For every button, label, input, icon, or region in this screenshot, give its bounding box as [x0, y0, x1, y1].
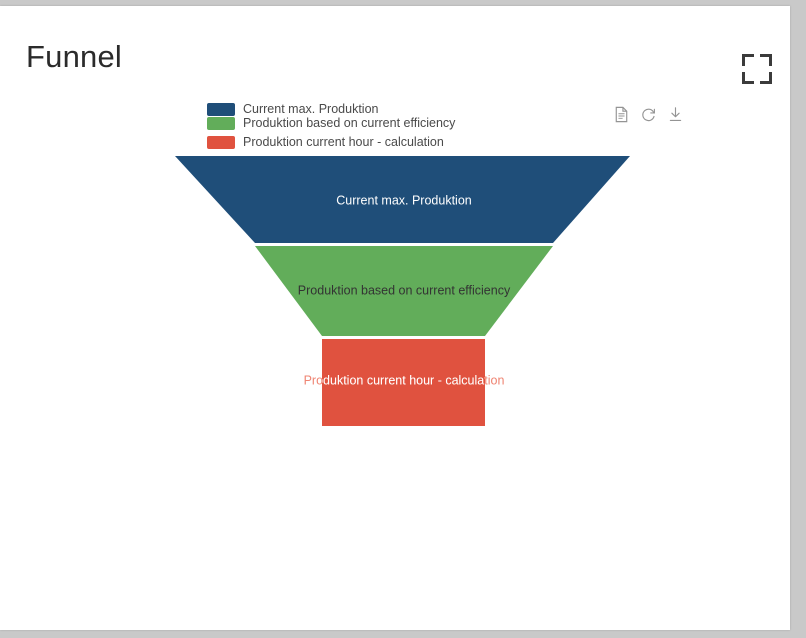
- legend-swatch-icon: [207, 135, 235, 149]
- legend-item-label: Current max. Produktion: [243, 102, 379, 116]
- page-title: Funnel: [26, 39, 122, 74]
- download-icon[interactable]: [666, 105, 685, 124]
- legend-swatch-icon: [207, 116, 235, 130]
- funnel-segment-label: Produktion based on current efficiency: [298, 283, 511, 297]
- funnel-segment-label: Current max. Produktion: [336, 193, 472, 207]
- legend-item-produktion-based-on-current-efficiency[interactable]: Produktion based on current efficiency: [207, 116, 455, 130]
- legend-item-label: Produktion current hour - calculation: [243, 135, 444, 149]
- fullscreen-corner-bottom-right: [760, 72, 772, 84]
- legend-row-2: Produktion current hour - calculation: [207, 135, 607, 149]
- legend-item-current-max-produktion[interactable]: Current max. Produktion: [207, 102, 378, 116]
- fullscreen-corner-bottom-left: [742, 72, 754, 84]
- chart-card: Funnel Current max. Produktion Produktio…: [0, 6, 790, 630]
- legend-item-label: Produktion based on current efficiency: [243, 116, 456, 130]
- funnel-chart: Current max. Produktion Produktion based…: [0, 6, 790, 630]
- chart-toolbar: [612, 105, 685, 124]
- funnel-segment-current-max-produktion: [175, 156, 630, 243]
- funnel-segment-produktion-based-on-current-efficiency: [255, 246, 553, 336]
- chart-legend: Current max. Produktion Produktion based…: [207, 102, 607, 154]
- fullscreen-corner-top-left: [742, 54, 754, 66]
- fullscreen-corner-top-right: [760, 54, 772, 66]
- legend-swatch-icon: [207, 102, 235, 116]
- legend-item-produktion-current-hour-calculation[interactable]: Produktion current hour - calculation: [207, 135, 444, 149]
- fullscreen-expand-icon[interactable]: [742, 54, 772, 84]
- document-data-icon[interactable]: [612, 105, 631, 124]
- funnel-segment-label: Produktion current hour - calculation: [304, 373, 505, 387]
- refresh-icon[interactable]: [639, 105, 658, 124]
- funnel-segment-label-overflow: Produktion current hour - calculation: [304, 373, 505, 387]
- legend-row-1: Current max. Produktion Produktion based…: [207, 102, 607, 130]
- funnel-segment-produktion-current-hour-calculation: [322, 339, 485, 426]
